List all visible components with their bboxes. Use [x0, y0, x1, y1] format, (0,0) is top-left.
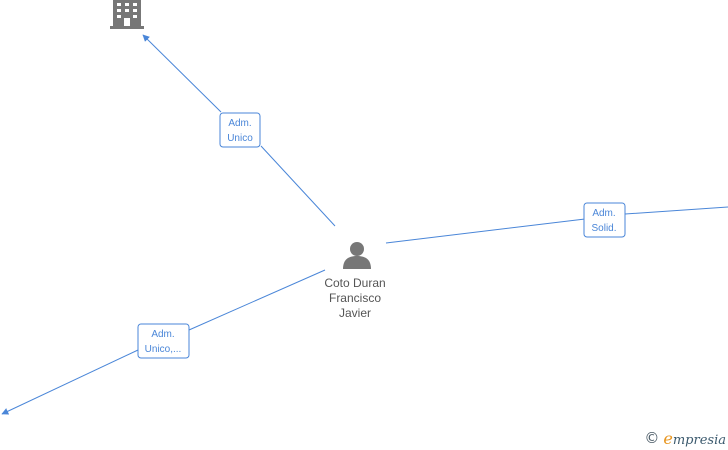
- edge-label-to-left[interactable]: Adm. Unico,...: [137, 323, 190, 359]
- edge-label-line: Adm.: [592, 208, 615, 219]
- edge-label-line: Adm.: [151, 329, 174, 340]
- node-label-line: Coto Duran: [324, 276, 385, 290]
- edge-to-left: [2, 269, 326, 414]
- node-label-line: Javier: [339, 306, 371, 320]
- building-icon[interactable]: [110, 0, 144, 29]
- brand-logo-rest: mpresia: [672, 432, 726, 448]
- node-label-line: Francisco: [329, 291, 381, 305]
- edge-label-to-company[interactable]: Adm. Unico: [219, 112, 261, 148]
- edge-label-line: Adm.: [228, 118, 251, 129]
- brand-watermark: © empresia: [644, 428, 726, 448]
- edge-label-line: Unico: [227, 133, 253, 144]
- brand-logo-initial: e: [663, 428, 673, 448]
- copyright-icon: ©: [644, 429, 660, 447]
- edge-label-to-right[interactable]: Adm. Solid.: [583, 202, 626, 238]
- person-node-label: Coto Duran Francisco Javier: [324, 276, 385, 320]
- brand-logo: empresia: [663, 429, 726, 448]
- edge-to-right: [385, 206, 728, 244]
- edge-to-company: [143, 35, 336, 227]
- edge-label-line: Solid.: [591, 223, 616, 234]
- edge-label-line: Unico,...: [145, 344, 182, 355]
- person-icon[interactable]: [343, 242, 371, 269]
